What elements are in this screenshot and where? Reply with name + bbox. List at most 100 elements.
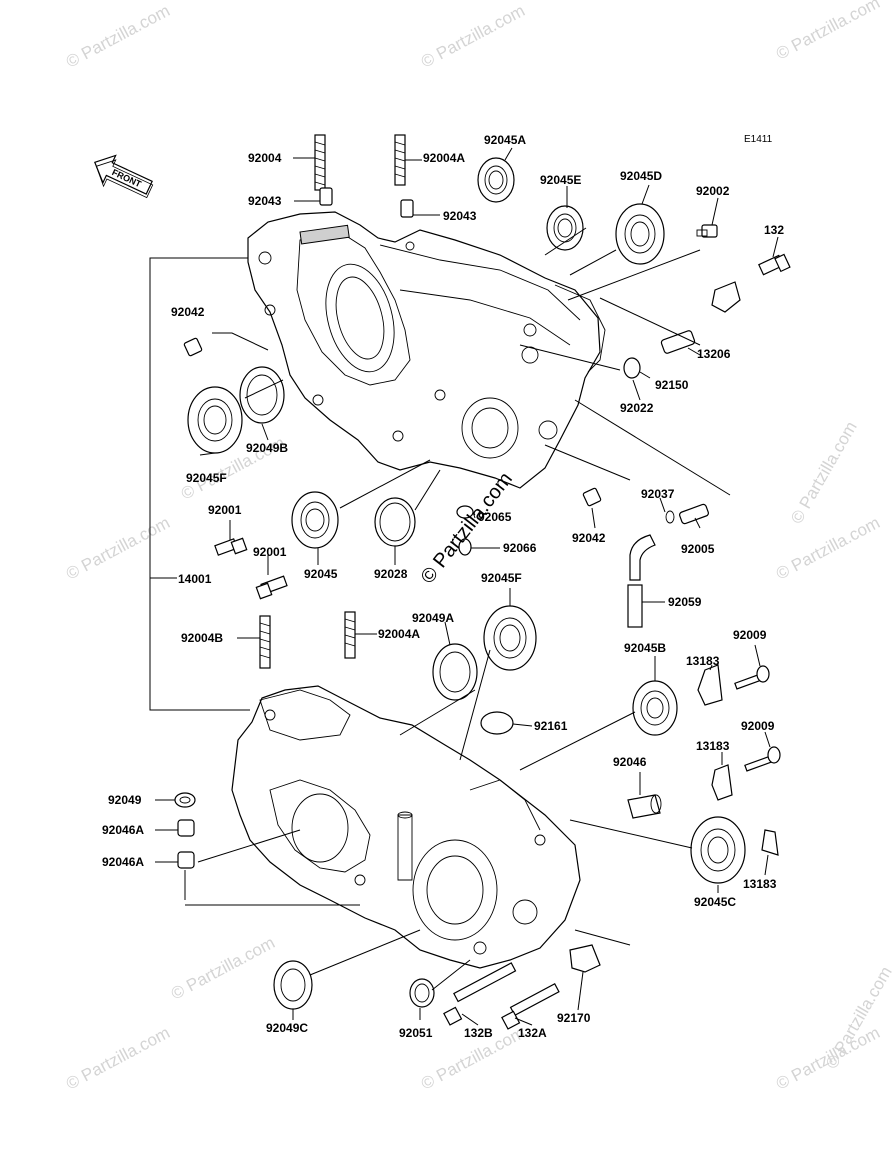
plate-13206: [711, 281, 741, 313]
label-92150[interactable]: 92150: [655, 378, 689, 392]
oil-seal-92049c: [273, 960, 313, 1010]
bolt-132a: [501, 983, 560, 1030]
bolt-92002: [696, 224, 718, 238]
hose-92059: [627, 534, 656, 628]
label-92051[interactable]: 92051: [399, 1026, 433, 1040]
part-labels: 92004 92004A 92045A 92043 92043 92045E 9…: [102, 133, 784, 1040]
label-92002[interactable]: 92002: [696, 184, 730, 198]
label-92049[interactable]: 92049: [108, 793, 142, 807]
label-92046[interactable]: 92046: [613, 755, 647, 769]
plate-13183-c: [761, 829, 779, 856]
bearing-92045b: [632, 680, 678, 736]
watermark-text: © Partzilla.com: [418, 1, 528, 72]
stud-92004a-bottom: [344, 611, 356, 659]
label-13183-a[interactable]: 13183: [686, 654, 720, 668]
label-92004a-top[interactable]: 92004A: [423, 151, 465, 165]
bearing-92045e: [546, 205, 584, 251]
label-92059[interactable]: 92059: [668, 595, 702, 609]
fitting-92005: [679, 503, 709, 525]
label-92049c[interactable]: 92049C: [266, 1021, 308, 1035]
label-92009-b[interactable]: 92009: [741, 719, 775, 733]
diagram-code: E1411: [744, 134, 773, 145]
bolt-132b: [443, 962, 517, 1026]
bearing-92045c: [690, 816, 746, 884]
label-92161[interactable]: 92161: [534, 719, 568, 733]
label-92001-a[interactable]: 92001: [208, 503, 242, 517]
label-92009-a[interactable]: 92009: [733, 628, 767, 642]
fitting-92150: [660, 330, 696, 354]
bearing-92045d: [615, 203, 665, 265]
label-132b[interactable]: 132B: [464, 1026, 493, 1040]
upper-crankcase-half: [247, 211, 606, 489]
label-92022[interactable]: 92022: [620, 401, 654, 415]
label-92004b[interactable]: 92004B: [181, 631, 223, 645]
watermark-text: © Partzilla.com: [773, 0, 883, 64]
dowel-92042-upper: [183, 337, 203, 357]
label-92043-left[interactable]: 92043: [248, 194, 282, 208]
label-92045[interactable]: 92045: [304, 567, 338, 581]
plug-92161: [480, 711, 514, 735]
bearing-92045f-lower: [483, 605, 537, 671]
watermark-text: © Partzilla.com: [63, 1023, 173, 1094]
bearing-92045a: [477, 157, 515, 203]
label-92045d[interactable]: 92045D: [620, 169, 662, 183]
bearing-92045f-upper: [187, 386, 243, 454]
label-92005[interactable]: 92005: [681, 542, 715, 556]
label-92042-lower[interactable]: 92042: [572, 531, 606, 545]
front-arrow-icon: FRONT: [94, 154, 154, 199]
label-13183-c[interactable]: 13183: [743, 877, 777, 891]
stud-92004a-top: [394, 134, 406, 186]
label-132[interactable]: 132: [764, 223, 784, 237]
bolt-92009-b: [744, 746, 781, 772]
label-92042-upper[interactable]: 92042: [171, 305, 205, 319]
dowel-92042-lower: [582, 487, 602, 507]
label-92066[interactable]: 92066: [503, 541, 537, 555]
label-13206[interactable]: 13206: [697, 347, 731, 361]
label-92004[interactable]: 92004: [248, 151, 282, 165]
plate-13183-b: [711, 764, 733, 801]
label-92065[interactable]: 92065: [478, 510, 512, 524]
label-92046a-a[interactable]: 92046A: [102, 823, 144, 837]
label-92043-right[interactable]: 92043: [443, 209, 477, 223]
watermark-text: © Partzilla.com: [822, 963, 894, 1072]
label-92049a[interactable]: 92049A: [412, 611, 454, 625]
watermark-text: © Partzilla.com: [787, 418, 861, 527]
bolt-92001-b: [255, 575, 288, 600]
label-92045a[interactable]: 92045A: [484, 133, 526, 147]
clamp-92170: [569, 944, 601, 973]
oil-seal-92049a: [432, 643, 478, 701]
needle-bearing-92046a-a: [177, 819, 195, 837]
label-92049b[interactable]: 92049B: [246, 441, 288, 455]
watermark-text: © Partzilla.com: [773, 513, 883, 584]
bolt-132: [758, 253, 791, 276]
label-132a[interactable]: 132A: [518, 1026, 547, 1040]
stud-92004b: [259, 615, 271, 669]
label-92004a-bottom[interactable]: 92004A: [378, 627, 420, 641]
label-13183-b[interactable]: 13183: [696, 739, 730, 753]
oil-seal-92049: [174, 792, 196, 808]
label-14001[interactable]: 14001: [178, 572, 212, 586]
label-92045e[interactable]: 92045E: [540, 173, 581, 187]
label-92170[interactable]: 92170: [557, 1011, 591, 1025]
label-92037[interactable]: 92037: [641, 487, 675, 501]
needle-bearing-92046a-b: [177, 851, 195, 869]
stud-92004: [314, 134, 326, 191]
washer-92022: [623, 357, 641, 379]
oil-seal-92049b: [239, 366, 285, 424]
label-92028[interactable]: 92028: [374, 567, 408, 581]
label-92001-b[interactable]: 92001: [253, 545, 287, 559]
label-92045f-lower[interactable]: 92045F: [481, 571, 522, 585]
needle-bearing-92046: [627, 794, 662, 819]
watermark-text: © Partzilla.com: [63, 513, 173, 584]
label-92046a-b[interactable]: 92046A: [102, 855, 144, 869]
leader-lines: [149, 147, 779, 1026]
dowel-92043-right: [400, 199, 414, 218]
sleeve-92028: [374, 497, 416, 547]
plug-92066: [458, 538, 472, 556]
washer-92065: [456, 505, 474, 519]
label-92045f-upper[interactable]: 92045F: [186, 471, 227, 485]
clip-92037: [665, 510, 675, 524]
label-92045c[interactable]: 92045C: [694, 895, 736, 909]
label-92045b[interactable]: 92045B: [624, 641, 666, 655]
